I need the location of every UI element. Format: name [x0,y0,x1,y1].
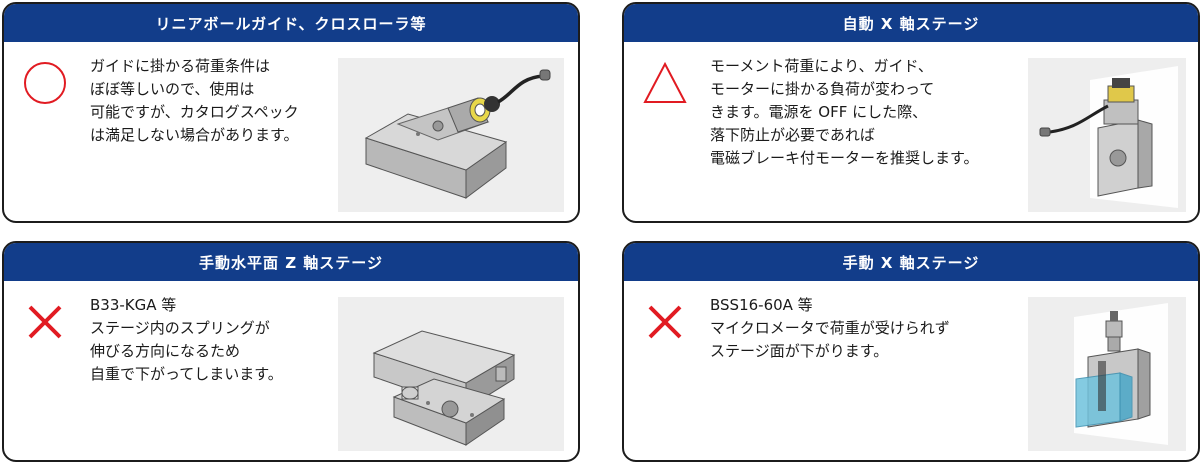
card-manual-x-stage: 手動 X 軸ステージ BSS16-60A 等 マイクロメータで荷重が受けられず … [622,241,1200,462]
desc-line: 自重で下がってしまいます。 [90,365,283,383]
desc-line: ステージ内のスプリングが [90,319,270,337]
desc-line: マイクロメータで荷重が受けられず [710,319,950,337]
card-description: モーメント荷重により、ガイド、 モーターに掛かる負荷が変わって きます。電源を … [710,55,979,170]
desc-line: 落下防止が必要であれば [710,126,875,144]
card-description: B33-KGA 等 ステージ内のスプリングが 伸びる方向になるため 自重で下がっ… [90,294,283,386]
desc-line: ぼぼ等しいので、使用は [90,80,255,98]
desc-line: きます。電源を OFF にした際、 [710,103,928,121]
card-title: 手動水平面 Z 軸ステージ [4,243,578,281]
manual-x-stage-image [1028,297,1186,451]
card-title: リニアボールガイド、クロスローラ等 [4,4,578,42]
auto-x-stage-image [1028,58,1186,212]
desc-line: 電磁ブレーキ付モーターを推奨します。 [710,149,979,167]
circle-ok-icon [22,60,68,106]
desc-line: ガイドに掛かる荷重条件は [90,57,271,75]
desc-line: B33-KGA 等 [90,296,177,314]
desc-line: は満足しない場合があります。 [90,126,299,144]
cross-ng-icon [642,299,688,345]
desc-line: モーターに掛かる負荷が変わって [710,80,935,98]
card-description: BSS16-60A 等 マイクロメータで荷重が受けられず ステージ面が下がります… [710,294,950,363]
linear-guide-stage-image [338,58,564,212]
card-auto-x-stage: 自動 X 軸ステージ モーメント荷重により、ガイド、 モーターに掛かる負荷が変わ… [622,2,1200,223]
desc-line: 可能ですが、カタログスペック [90,103,299,121]
card-manual-z-stage: 手動水平面 Z 軸ステージ B33-KGA 等 ステージ内のスプリングが 伸びる… [2,241,580,462]
desc-line: 伸びる方向になるため [90,342,241,360]
card-description: ガイドに掛かる荷重条件は ぼぼ等しいので、使用は 可能ですが、カタログスペック … [90,55,299,147]
cross-ng-icon [22,299,68,345]
card-title: 自動 X 軸ステージ [624,4,1198,42]
card-linear-guide: リニアボールガイド、クロスローラ等 ガイドに掛かる荷重条件は ぼぼ等しいので、使… [2,2,580,223]
desc-line: ステージ面が下がります。 [710,342,889,360]
triangle-caution-icon [642,60,688,106]
manual-z-stage-image [338,297,564,451]
desc-line: BSS16-60A 等 [710,296,813,314]
card-title: 手動 X 軸ステージ [624,243,1198,281]
desc-line: モーメント荷重により、ガイド、 [710,57,933,75]
